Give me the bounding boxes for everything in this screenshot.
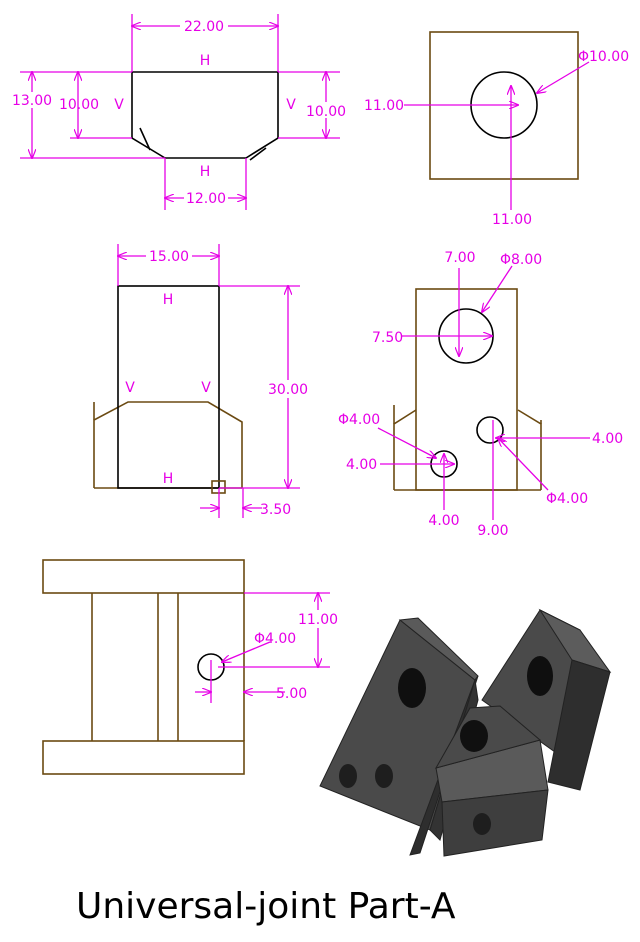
hole-diameter-label: Φ10.00 bbox=[578, 49, 629, 65]
top-right-view: Φ10.00 11.00 11.00 bbox=[364, 31, 629, 228]
big-hole-y-label: 7.50 bbox=[372, 330, 403, 346]
small-right-y-label: 4.00 bbox=[592, 431, 623, 447]
side-width-label: 15.00 bbox=[149, 249, 189, 265]
side-outline bbox=[117, 285, 220, 489]
side-mark-top: H bbox=[163, 292, 174, 308]
front-mark-right: V bbox=[286, 97, 296, 113]
front-top-width-label: 22.00 bbox=[184, 19, 224, 35]
small-left-y-label: 4.00 bbox=[346, 457, 377, 473]
front-mark-bottom: H bbox=[200, 164, 211, 180]
bottom-left-view: 11.00 Φ4.00 5.00 bbox=[42, 559, 340, 775]
bottom-hole-dia-label: Φ4.00 bbox=[254, 631, 296, 647]
side-height-label: 30.00 bbox=[268, 382, 308, 398]
side-view: 15.00 30.00 3.50 H H V V bbox=[93, 244, 312, 518]
small-hole-right bbox=[476, 416, 504, 444]
bottom-hole-y-label: 11.00 bbox=[298, 612, 338, 628]
front-right-side-label: 10.00 bbox=[306, 104, 346, 120]
front-bottom-width-label: 12.00 bbox=[186, 191, 226, 207]
isometric-render bbox=[319, 608, 612, 857]
front-left-side-label: 10.00 bbox=[59, 97, 99, 113]
small-dia-left-label: Φ4.00 bbox=[338, 412, 380, 428]
small-dia-right-label: Φ4.00 bbox=[546, 491, 588, 507]
hole-horizontal-label: 11.00 bbox=[364, 98, 404, 114]
side-mark-bottom: H bbox=[163, 471, 174, 487]
side-mark-right: V bbox=[201, 380, 211, 396]
front-mark-top: H bbox=[200, 53, 211, 69]
front-view: 22.00 13.00 10.00 10.00 12.00 H H V V bbox=[10, 14, 350, 210]
front-outline bbox=[131, 71, 279, 159]
front-overall-height-label: 13.00 bbox=[12, 93, 52, 109]
front-mark-left: V bbox=[114, 97, 124, 113]
side-offset-label: 3.50 bbox=[260, 502, 291, 518]
big-hole-x-label: 7.00 bbox=[444, 250, 475, 266]
hole-vertical-label: 11.00 bbox=[492, 212, 532, 228]
bottom-hole-x-label: 5.00 bbox=[276, 686, 307, 702]
right-view: 7.00 Φ8.00 7.50 Φ4.00 4.00 4.00 9.00 4.0… bbox=[338, 250, 623, 539]
big-hole-dia-label: Φ8.00 bbox=[500, 252, 542, 268]
side-mark-left: V bbox=[125, 380, 135, 396]
small-right-x-label: 9.00 bbox=[477, 523, 508, 539]
right-view-outline bbox=[415, 288, 518, 491]
drawing-title: Universal-joint Part-A bbox=[76, 886, 456, 927]
small-left-x-label: 4.00 bbox=[428, 513, 459, 529]
